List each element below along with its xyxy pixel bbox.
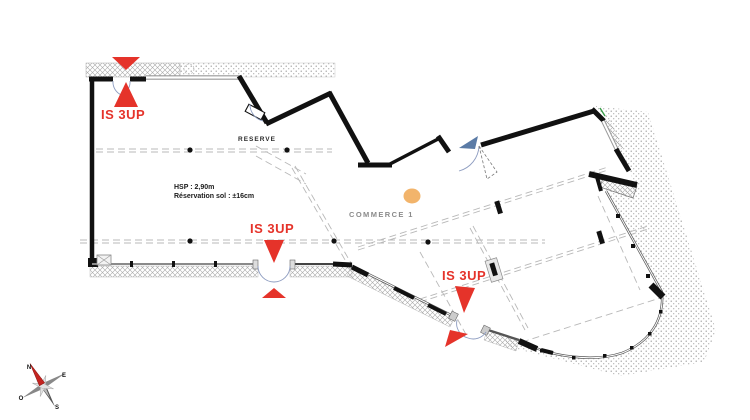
compass-west-label: O xyxy=(19,396,24,402)
structural-columns xyxy=(187,147,605,283)
exit-marker-label-2: IS 3UP xyxy=(250,221,294,236)
location-dot xyxy=(403,188,421,204)
east-needle xyxy=(43,373,66,388)
star-diamonds xyxy=(32,375,54,397)
exit-marker-label-1: IS 3UP xyxy=(101,107,145,122)
exit-arrow-up-icon xyxy=(445,330,468,347)
floor-reservation-note: Réservation sol : ±16cm xyxy=(174,193,254,200)
room-label-commerce: COMMERCE 1 xyxy=(349,210,414,219)
exterior-hatch-bands xyxy=(85,62,638,352)
exit-arrow-up-icon xyxy=(262,288,286,298)
mullion-ticks xyxy=(130,214,663,360)
exit-arrow-down-icon xyxy=(112,57,140,70)
north-needle xyxy=(29,363,45,387)
west-needle xyxy=(22,384,43,398)
compass-south-label: S xyxy=(55,405,59,411)
compass-east-label: E xyxy=(62,373,66,379)
compass-north-label: N xyxy=(27,365,31,371)
exit-arrow-up-icon xyxy=(114,82,138,107)
survey-tick-green xyxy=(599,107,606,117)
exit-markers: IS 3UP IS 3UP IS 3UP xyxy=(101,57,486,347)
exterior-paving-dots xyxy=(92,77,716,376)
entrance-arrow-icon xyxy=(459,136,478,149)
ceiling-height-note: HSP : 2,90m xyxy=(174,184,214,191)
utility-box-symbol xyxy=(96,254,112,266)
room-label-reserve: RESERVE xyxy=(238,136,276,143)
glazed-facades xyxy=(92,190,666,360)
compass-rose: N E S O xyxy=(19,363,66,411)
exit-arrow-down-icon xyxy=(264,240,284,263)
exit-arrow-down-icon xyxy=(455,286,475,313)
exit-marker-label-3: IS 3UP xyxy=(442,268,486,283)
walls xyxy=(88,74,638,267)
planter-symbol xyxy=(183,63,195,75)
